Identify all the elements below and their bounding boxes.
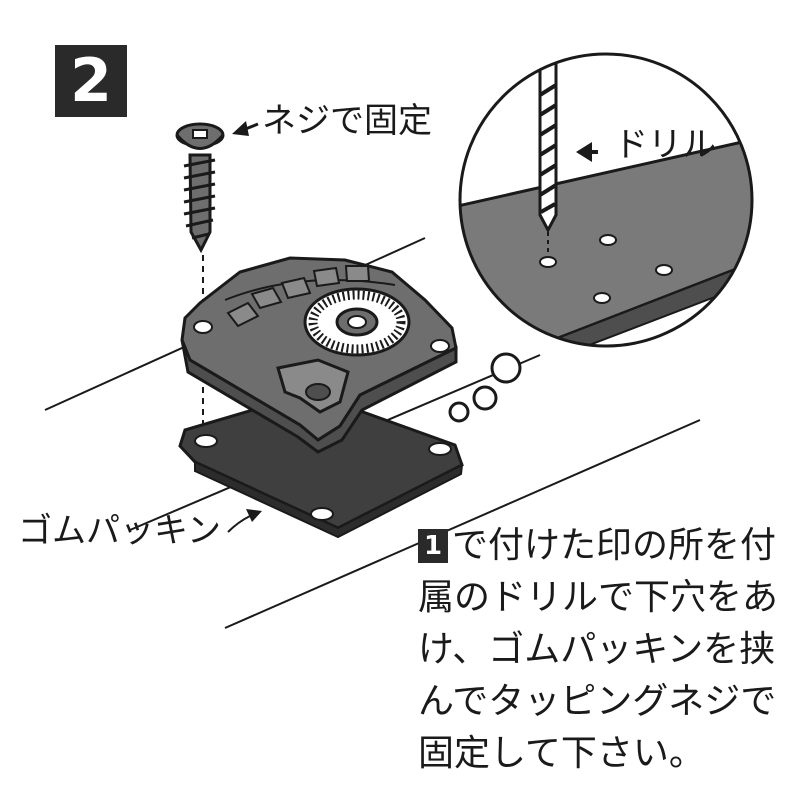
step-number-badge: 2	[55, 45, 127, 117]
instruction-line-5: 固定して下さい。	[418, 733, 705, 774]
screw-label: ネジで固定	[262, 101, 432, 141]
screw-icon	[175, 122, 225, 254]
instruction-line-4: んでタッピングネジで	[418, 681, 777, 722]
drill-label: ドリル	[614, 125, 716, 165]
screw-label-arrow	[232, 121, 259, 136]
instruction-line-1: で付けた印の所を付	[452, 525, 777, 566]
rubber-gasket	[178, 391, 464, 539]
gasket-label: ゴムパッキン	[18, 511, 221, 551]
instruction-line-3: け、ゴムパッキンを挟	[418, 629, 776, 670]
mount-block	[180, 256, 458, 454]
drill-detail-inset	[458, 52, 754, 348]
callout-bubbles	[448, 352, 522, 423]
step-reference-badge: 1	[418, 529, 448, 563]
gasket-label-arrow	[227, 509, 262, 533]
drill-label-arrow	[576, 142, 598, 162]
instruction-line-2: 属のドリルで下穴をあ	[418, 577, 779, 618]
